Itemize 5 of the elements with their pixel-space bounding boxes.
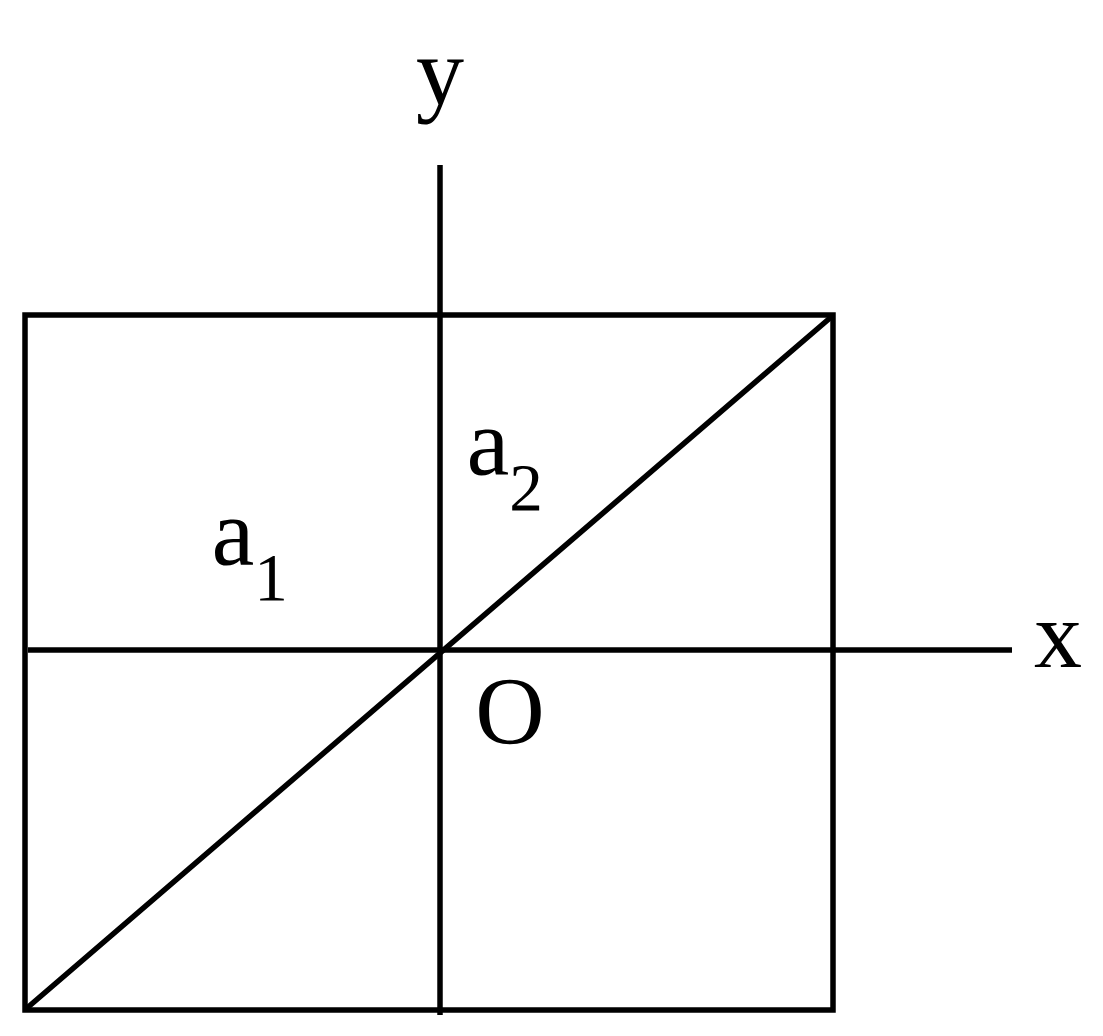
region-label: a$_{1}$ — [215, 519, 284, 601]
origin-label: O — [479, 679, 541, 745]
axis-label: x — [1034, 623, 1081, 668]
region-label: a$_{2}$ — [470, 429, 540, 511]
axis-label: y — [417, 59, 464, 125]
